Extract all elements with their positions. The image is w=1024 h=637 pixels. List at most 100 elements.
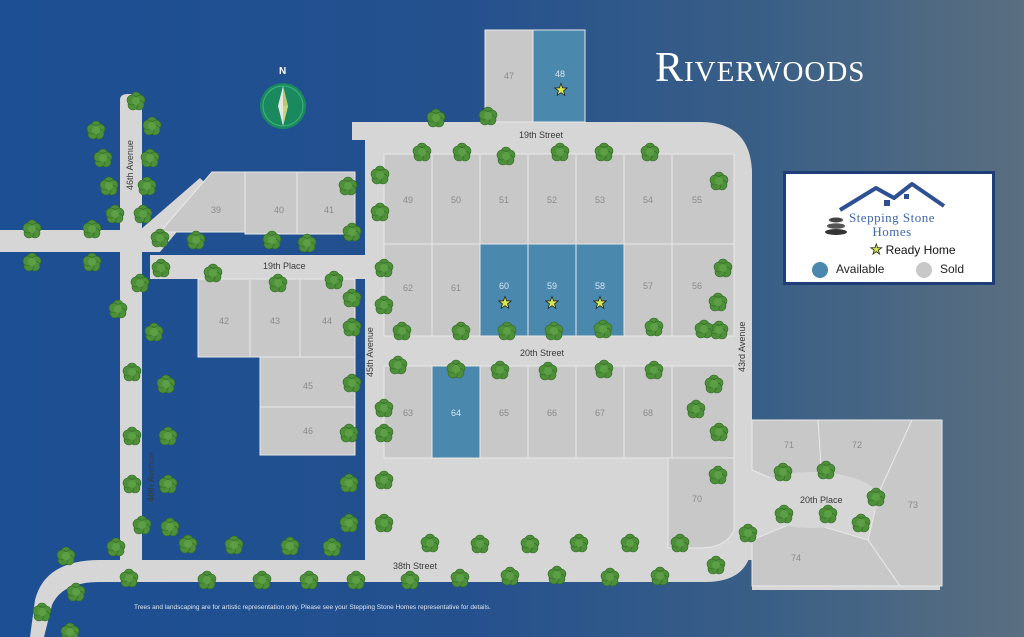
- tree-icon: [22, 219, 42, 239]
- lot-label-66: 66: [547, 408, 557, 418]
- lot-label-74: 74: [791, 553, 801, 563]
- legend-available-label: Available: [836, 262, 885, 276]
- legend: Stepping Stone Homes ★Ready Home Availab…: [783, 171, 995, 285]
- tree-icon: [137, 176, 157, 196]
- tree-icon: [297, 233, 317, 253]
- legend-sold-label: Sold: [940, 262, 965, 276]
- tree-icon: [122, 362, 142, 382]
- tree-icon: [342, 317, 362, 337]
- tree-icon: [470, 534, 490, 554]
- tree-icon: [197, 570, 217, 590]
- tree-icon: [122, 474, 142, 494]
- tree-icon: [370, 202, 390, 222]
- tree-icon: [550, 142, 570, 162]
- lot-55: [671, 153, 735, 245]
- lot-label-46: 46: [303, 426, 313, 436]
- ready-star-lot-48: [553, 82, 569, 97]
- lot-66: [527, 365, 577, 459]
- lot-label-57: 57: [643, 281, 653, 291]
- tree-icon: [594, 359, 614, 379]
- street-label-38th-street: 38th Street: [393, 561, 438, 571]
- brand-name-line2: Homes: [872, 224, 912, 239]
- tree-icon: [322, 537, 342, 557]
- ready-star-lot-60: [497, 295, 513, 310]
- tree-icon: [144, 322, 164, 342]
- lot-label-52: 52: [547, 195, 557, 205]
- tree-icon: [374, 258, 394, 278]
- tree-icon: [262, 230, 282, 250]
- tree-icon: [374, 398, 394, 418]
- tree-icon: [160, 517, 180, 537]
- tree-icon: [738, 523, 758, 543]
- star-icon: ★: [870, 241, 883, 258]
- lot-label-73: 73: [908, 500, 918, 510]
- lot-65: [479, 365, 529, 459]
- tree-icon: [150, 228, 170, 248]
- lot-label-62: 62: [403, 283, 413, 293]
- tree-icon: [132, 515, 152, 535]
- tree-icon: [56, 546, 76, 566]
- tree-icon: [224, 535, 244, 555]
- lot-62: [383, 243, 433, 337]
- tree-icon: [186, 230, 206, 250]
- lot-label-72: 72: [852, 440, 862, 450]
- street-label-46th-avenue-top: 46th Avenue: [125, 140, 135, 190]
- tree-icon: [569, 533, 589, 553]
- lot-42: [197, 278, 251, 358]
- tree-icon: [86, 120, 106, 140]
- lot-label-42: 42: [219, 316, 229, 326]
- lot-49: [383, 153, 433, 245]
- tree-icon: [142, 116, 162, 136]
- compass-icon: [260, 83, 306, 129]
- lot-label-44: 44: [322, 316, 332, 326]
- lot-45: [259, 356, 356, 408]
- tree-icon: [158, 426, 178, 446]
- ready-star-lot-59: [544, 295, 560, 310]
- tree-icon: [686, 399, 706, 419]
- compass-north-label: N: [279, 66, 287, 77]
- lot-label-59: 59: [547, 281, 557, 291]
- ready-home-stars: [497, 82, 608, 310]
- tree-icon: [644, 317, 664, 337]
- tree-icon: [706, 555, 726, 575]
- ready-star-lot-58: [592, 295, 608, 310]
- tree-icon: [816, 460, 836, 480]
- lot-label-67: 67: [595, 408, 605, 418]
- tree-icon: [342, 373, 362, 393]
- tree-icon: [126, 91, 146, 111]
- tree-icon: [496, 146, 516, 166]
- tree-icon: [105, 204, 125, 224]
- tree-icon: [600, 567, 620, 587]
- lots: [158, 29, 943, 587]
- tree-icon: [451, 321, 471, 341]
- lot-label-49: 49: [403, 195, 413, 205]
- lot-label-63: 63: [403, 408, 413, 418]
- lot-label-45: 45: [303, 381, 313, 391]
- lot-label-61: 61: [451, 283, 461, 293]
- tree-icon: [704, 374, 724, 394]
- tree-icon: [324, 270, 344, 290]
- road-20th-street: [382, 346, 735, 366]
- street-label-19th-street: 19th Street: [519, 130, 564, 140]
- street-labels: 19th Street 19th Place 20th Street 20th …: [125, 130, 843, 571]
- tree-icon: [108, 299, 128, 319]
- tree-icon: [388, 355, 408, 375]
- lot-label-71: 71: [784, 440, 794, 450]
- tree-icon: [713, 258, 733, 278]
- tree-icon: [82, 219, 102, 239]
- tree-icon: [342, 222, 362, 242]
- tree-icon: [866, 487, 886, 507]
- tree-icon: [709, 422, 729, 442]
- street-label-43rd-avenue: 43rd Avenue: [737, 322, 747, 372]
- tree-icon: [106, 537, 126, 557]
- tree-icon: [374, 295, 394, 315]
- tree-icon: [156, 374, 176, 394]
- tree-icon: [452, 142, 472, 162]
- lot-label-40: 40: [274, 205, 284, 215]
- lot-label-48: 48: [555, 69, 565, 79]
- lot-40: [244, 171, 298, 235]
- tree-icon: [818, 504, 838, 524]
- tree-icon: [66, 582, 86, 602]
- tree-icon: [538, 361, 558, 381]
- lot-label-54: 54: [643, 195, 653, 205]
